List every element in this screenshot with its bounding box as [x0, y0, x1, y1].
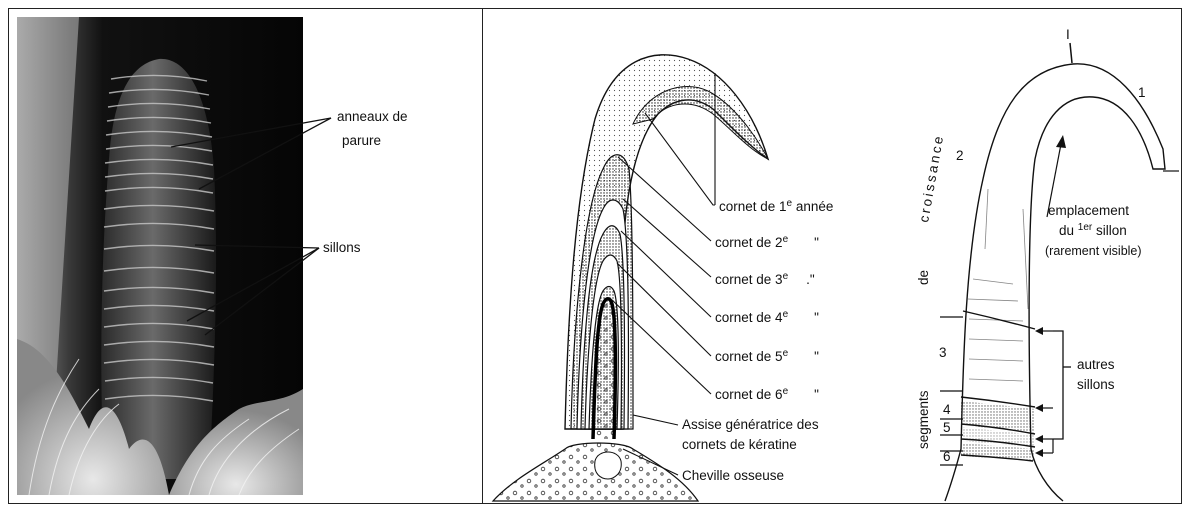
label-seg-4: 4	[943, 402, 951, 417]
horn-photo-figure: anneaux de parure sillons	[9, 9, 483, 503]
diagram-panel: cornet de 1e année cornet de 2e" cornet …	[482, 8, 1182, 504]
label-emplacement-line3: (rarement visible)	[1045, 244, 1142, 258]
label-sillons: sillons	[323, 240, 361, 255]
section-bone-cavity	[595, 452, 622, 479]
section-cheville-osseuse	[493, 443, 698, 501]
label-emplacement-line1: emplacement	[1048, 203, 1129, 218]
label-autres-line2: sillons	[1077, 377, 1115, 392]
photo-panel: anneaux de parure sillons	[8, 8, 484, 504]
label-assise-line2: cornets de kératine	[682, 437, 797, 452]
label-cornet-3: cornet de 3e."	[715, 271, 815, 287]
horn-diagrams: cornet de 1e année cornet de 2e" cornet …	[483, 9, 1181, 503]
label-seg-1: 1	[1138, 85, 1146, 100]
label-seg-3: 3	[939, 345, 947, 360]
arrow-emplacement-head	[1056, 135, 1066, 148]
label-cheville: Cheville osseuse	[682, 468, 784, 483]
bracket-autres-sillons	[1053, 331, 1063, 439]
label-cornet-6: cornet de 6e"	[715, 386, 819, 402]
label-emplacement-line2: du 1er sillon	[1059, 222, 1127, 238]
label-autres-line1: autres	[1077, 357, 1115, 372]
label-cornet-2: cornet de 2e"	[715, 234, 819, 250]
growth-segment-hatching	[961, 401, 1035, 461]
label-anneaux-line1: anneaux de	[337, 109, 408, 124]
label-cornet-4: cornet de 4e"	[715, 309, 819, 325]
label-cornet-5: cornet de 5e"	[715, 348, 819, 364]
label-seg-2: 2	[956, 148, 964, 163]
label-axis-de: de	[916, 270, 931, 285]
label-axis-croissance: croissance	[916, 133, 946, 224]
autres-sillons-arrows	[1039, 331, 1053, 453]
autres-sillons-arrowheads	[1035, 327, 1043, 457]
label-anneaux-line2: parure	[342, 133, 381, 148]
label-axis-segments: segments	[916, 390, 931, 449]
label-seg-6: 6	[943, 449, 951, 464]
label-top-mark: I	[1066, 27, 1070, 42]
label-cornet-1: cornet de 1e année	[719, 198, 833, 214]
horn-growth-diagram	[940, 43, 1179, 501]
label-assise-line1: Assise génératrice des	[682, 417, 819, 432]
label-seg-5: 5	[943, 420, 951, 435]
growth-top-mark	[1070, 43, 1072, 63]
